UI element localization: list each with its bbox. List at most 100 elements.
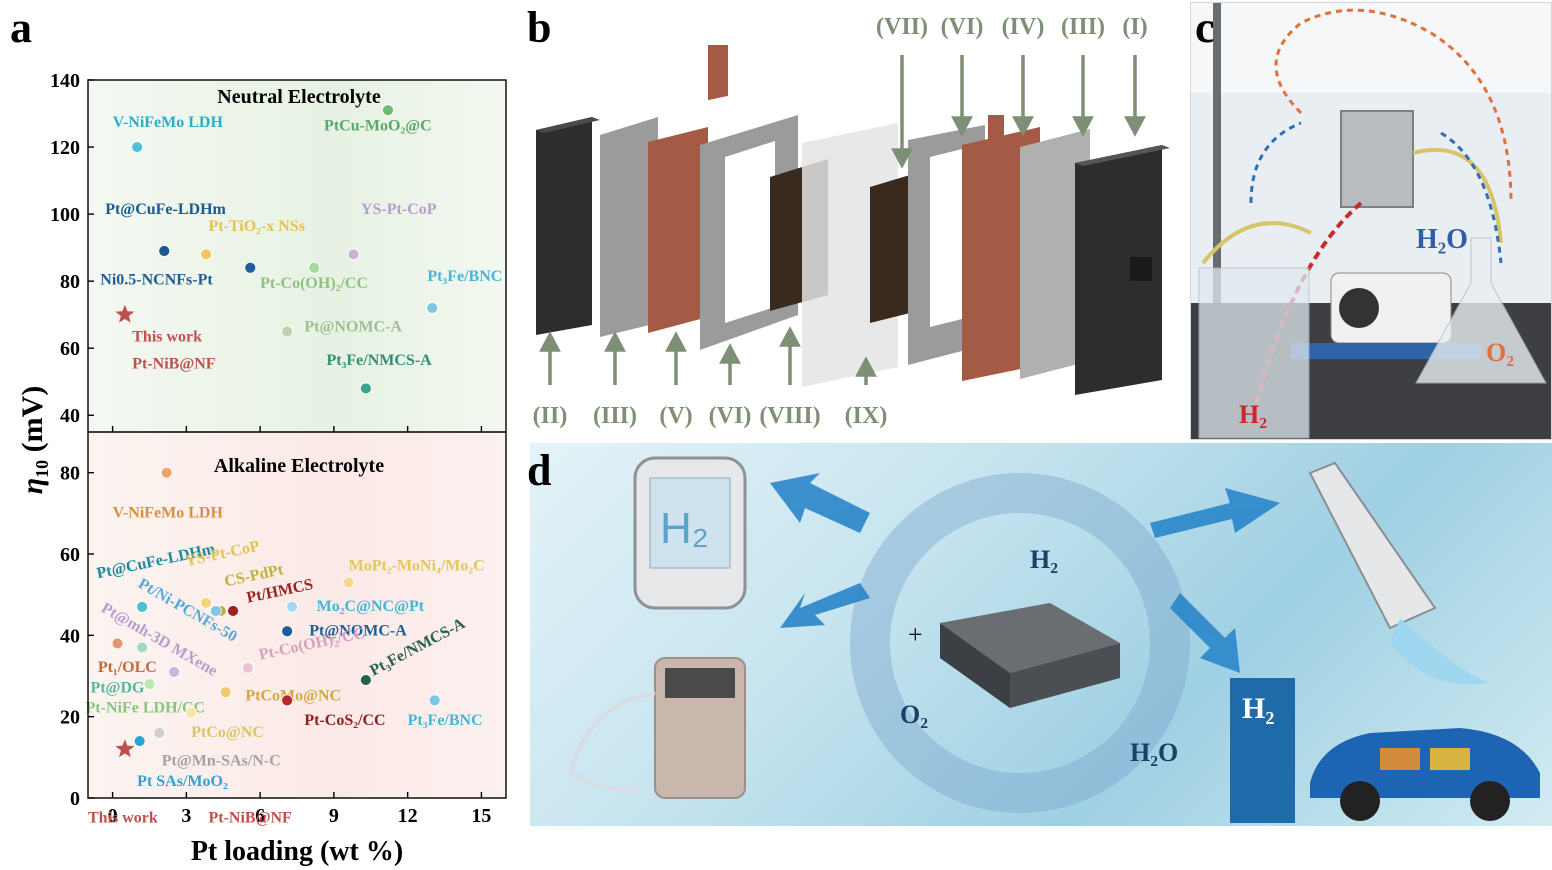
component-label-bottom: (VIII) xyxy=(759,403,820,429)
component-label-top-visible: (I) xyxy=(1122,14,1148,40)
label-h2: H₂ xyxy=(1239,400,1267,429)
alkaline-point xyxy=(160,466,173,479)
alkaline-point xyxy=(136,600,148,613)
h2o-label: H₂O xyxy=(1130,738,1178,767)
neutral-point xyxy=(426,302,439,314)
component-label-bottom: (V) xyxy=(659,403,692,429)
alkaline-point-label: Pt SAs/MoO₂ xyxy=(137,773,228,790)
beaker-h2 xyxy=(1198,267,1310,439)
panel-label-b: b xyxy=(527,3,552,52)
alkaline-point xyxy=(136,641,148,654)
component-label-bottom: (IX) xyxy=(845,403,888,429)
alkaline-point-label: Pt₁/OLC xyxy=(98,659,157,676)
neutral-point xyxy=(382,104,394,117)
rocket xyxy=(1308,461,1437,630)
alkaline-point-label: PtCo@NC xyxy=(191,724,264,741)
neutral-point xyxy=(359,382,372,395)
panel-label-a: a xyxy=(10,3,32,52)
o2-label: O₂ xyxy=(900,700,928,729)
alkaline-point xyxy=(286,600,298,613)
alkaline-point-label: V-NiFeMo LDH xyxy=(113,504,224,521)
alkaline-ytick-label: 0 xyxy=(70,788,80,810)
energy-cycle-ring xyxy=(850,473,1190,813)
alkaline-xtick-label: 12 xyxy=(398,805,418,827)
neutral-ytick-label: 40 xyxy=(60,405,80,427)
alkaline-point-star xyxy=(115,739,135,758)
plate-end-right xyxy=(1075,145,1162,395)
alkaline-point-label: PtCoMo@NC xyxy=(245,687,341,704)
alkaline-point xyxy=(241,661,254,674)
alkaline-point xyxy=(281,625,294,638)
h2-on-device: H₂ xyxy=(660,504,709,553)
alkaline-point xyxy=(281,694,294,707)
plot-frame xyxy=(87,79,507,799)
alkaline-ytick-label: 60 xyxy=(60,544,80,566)
electrode-2 xyxy=(870,175,910,323)
alkaline-point-label: Pt-NiFe LDH/CC xyxy=(86,700,206,717)
label-h2o: H₂O xyxy=(1416,224,1468,255)
neutral-plot-background xyxy=(88,80,506,432)
component-label-top-visible: (VII) xyxy=(876,14,928,40)
component-label-bottom: (III) xyxy=(593,403,637,429)
neutral-point-label: This work xyxy=(132,328,202,345)
h2-station-sign xyxy=(1230,678,1295,823)
alkaline-ytick-label: 20 xyxy=(60,707,80,729)
alkaline-point-label: Pt@DG xyxy=(90,679,145,696)
electrolyzer-stack xyxy=(940,603,1120,673)
x-axis-label: Pt loading (wt %) xyxy=(191,836,403,867)
neutral-point xyxy=(308,261,321,274)
alkaline-chart-title: Alkaline Electrolyte xyxy=(214,455,384,477)
alkaline-point xyxy=(143,678,156,691)
neutral-ytick-label: 140 xyxy=(50,70,80,92)
alkaline-ytick-label: 40 xyxy=(60,625,80,647)
plate-end-left xyxy=(536,117,592,335)
neutral-point-label: Pt-TiO₂-x NSs xyxy=(208,218,305,235)
alkaline-point xyxy=(200,596,212,609)
y-axis-label: η10 (mV) xyxy=(16,386,52,495)
alkaline-xtick-label: 15 xyxy=(471,805,491,827)
alkaline-point xyxy=(185,706,198,719)
arrow-left xyxy=(780,583,870,628)
neutral-point xyxy=(158,245,171,257)
alkaline-plot-background xyxy=(88,432,506,798)
lab-setup-photo: H₂O H₂ O₂ xyxy=(1190,2,1552,440)
alkaline-point-label: This work xyxy=(88,809,158,826)
neutral-point-label: YS-Pt-CoP xyxy=(361,201,437,218)
flow-arrows-water xyxy=(1249,121,1503,264)
panel-label-c: c xyxy=(1195,3,1215,52)
alkaline-point xyxy=(219,686,232,699)
flow-arrows-h2 xyxy=(1274,8,1513,204)
electrolyzer-cell xyxy=(1340,110,1414,208)
alkaline-point xyxy=(342,576,355,589)
neutral-chart-title: Neutral Electrolyte xyxy=(217,86,381,108)
alkaline-xtick-label: 9 xyxy=(329,805,339,827)
electric-car xyxy=(1310,728,1540,798)
label-o2: O₂ xyxy=(1486,338,1514,367)
neutral-point-star xyxy=(115,304,135,323)
alkaline-point-label: MoPt₂-MoNi₄/Mo₂C xyxy=(349,557,485,574)
panel-label-d: d xyxy=(527,446,552,495)
alkaline-point-label: Pt-CoS₂/CC xyxy=(304,712,385,729)
neutral-point-label: V-NiFeMo LDH xyxy=(113,114,224,131)
alkaline-xtick-label: 0 xyxy=(108,805,118,827)
alkaline-point xyxy=(359,674,372,686)
alkaline-point xyxy=(168,666,180,678)
alkaline-xtick-label: 3 xyxy=(181,805,191,827)
neutral-ytick-label: 100 xyxy=(50,204,80,226)
component-label-bottom: (II) xyxy=(533,403,568,429)
alkaline-point-label: Pt₃Fe/BNC xyxy=(408,712,483,729)
h2-center: H₂ xyxy=(1030,545,1058,574)
neutral-point-label: Pt@CuFe-LDHm xyxy=(105,201,226,218)
neutral-ytick-label: 80 xyxy=(60,271,80,293)
neutral-point-label: Ni0.5-NCNFs-Pt xyxy=(100,271,213,288)
alkaline-point xyxy=(209,605,222,617)
plus-sign: + xyxy=(908,620,923,649)
arrow-up-right xyxy=(1150,488,1280,538)
component-label-top-visible: (VI) xyxy=(940,14,984,40)
h2-sign-text: H₂ xyxy=(1242,692,1274,725)
neutral-ytick-label: 120 xyxy=(50,137,80,159)
alkaline-point-label: Mo₂C@NC@Pt xyxy=(317,598,425,615)
plate-gasket-1 xyxy=(600,117,658,337)
neutral-point-label: Pt₃Fe/BNC xyxy=(427,268,502,285)
